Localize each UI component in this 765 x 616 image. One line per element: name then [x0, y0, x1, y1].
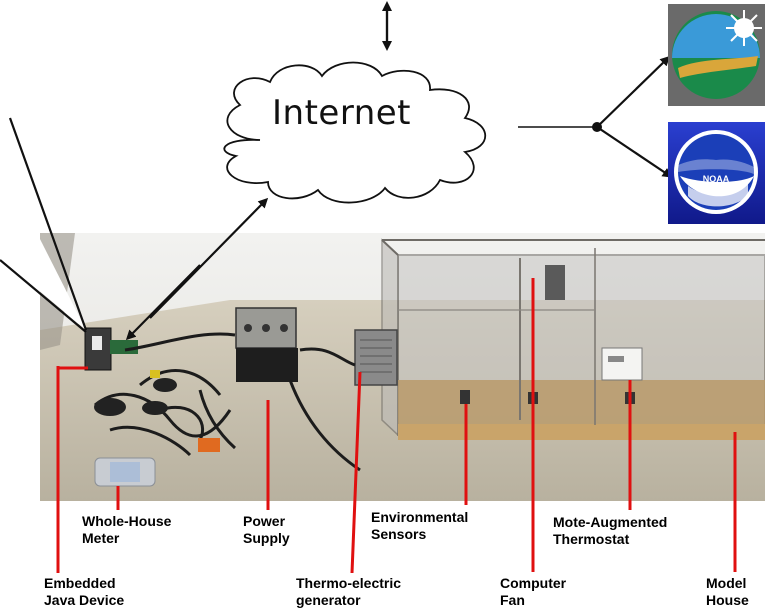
noaa-logo-text: NOAA	[702, 174, 730, 184]
label-line: House	[706, 592, 749, 608]
meter-clamp	[94, 398, 126, 416]
internet-cloud	[223, 61, 486, 204]
logo-top	[668, 4, 765, 106]
meter-clamp	[142, 401, 168, 415]
hub-dot	[592, 122, 602, 132]
label-line: Thermostat	[553, 531, 630, 547]
label-embedded-java-device: Embedded Java Device	[44, 575, 124, 609]
logo-noaa	[668, 122, 765, 224]
power-supply	[235, 307, 298, 382]
label-line: Fan	[500, 592, 525, 608]
label-line: Power	[243, 513, 286, 529]
label-line: Sensors	[371, 526, 427, 542]
label-line: Environmental	[371, 509, 469, 525]
label-line: Thermo-electric	[296, 575, 402, 591]
meter-display	[110, 462, 140, 482]
embedded-java-device	[84, 327, 138, 371]
pointer-lines	[56, 278, 737, 574]
label-model-house: Model House	[706, 575, 749, 609]
thermo-electric-generator	[354, 329, 398, 386]
label-line: Mote-Augmented	[553, 514, 668, 530]
label-environmental-sensors: Environmental Sensors	[371, 509, 468, 543]
network-arrows	[125, 1, 673, 341]
orange-plug	[198, 438, 220, 452]
label-line: Embedded	[44, 575, 116, 591]
yellow-clip	[150, 370, 160, 378]
arrow-to-device	[125, 264, 201, 341]
label-computer-fan: Computer Fan	[500, 575, 566, 609]
label-line: Supply	[243, 530, 290, 546]
label-mote-augmented-thermostat: Mote-Augmented Thermostat	[553, 514, 667, 548]
model-house-box	[381, 238, 765, 440]
cables	[94, 332, 361, 472]
label-line: generator	[296, 592, 361, 608]
label-power-supply: Power Supply	[243, 513, 290, 547]
label-whole-house-meter: Whole-House Meter	[82, 513, 171, 547]
arrow-to-internet	[149, 197, 269, 319]
callout-wedge	[0, 117, 88, 333]
arrow-to-logo-top	[596, 55, 671, 128]
label-line: Computer	[500, 575, 567, 591]
label-line: Model	[706, 575, 747, 591]
arrow-to-logo-bottom	[596, 126, 673, 178]
meter-clamp	[153, 378, 177, 392]
label-line: Meter	[82, 530, 120, 546]
label-thermo-electric-generator: Thermo-electric generator	[296, 575, 401, 609]
internet-label: Internet	[272, 93, 412, 133]
label-line: Java Device	[44, 592, 125, 608]
label-line: Whole-House	[82, 513, 172, 529]
